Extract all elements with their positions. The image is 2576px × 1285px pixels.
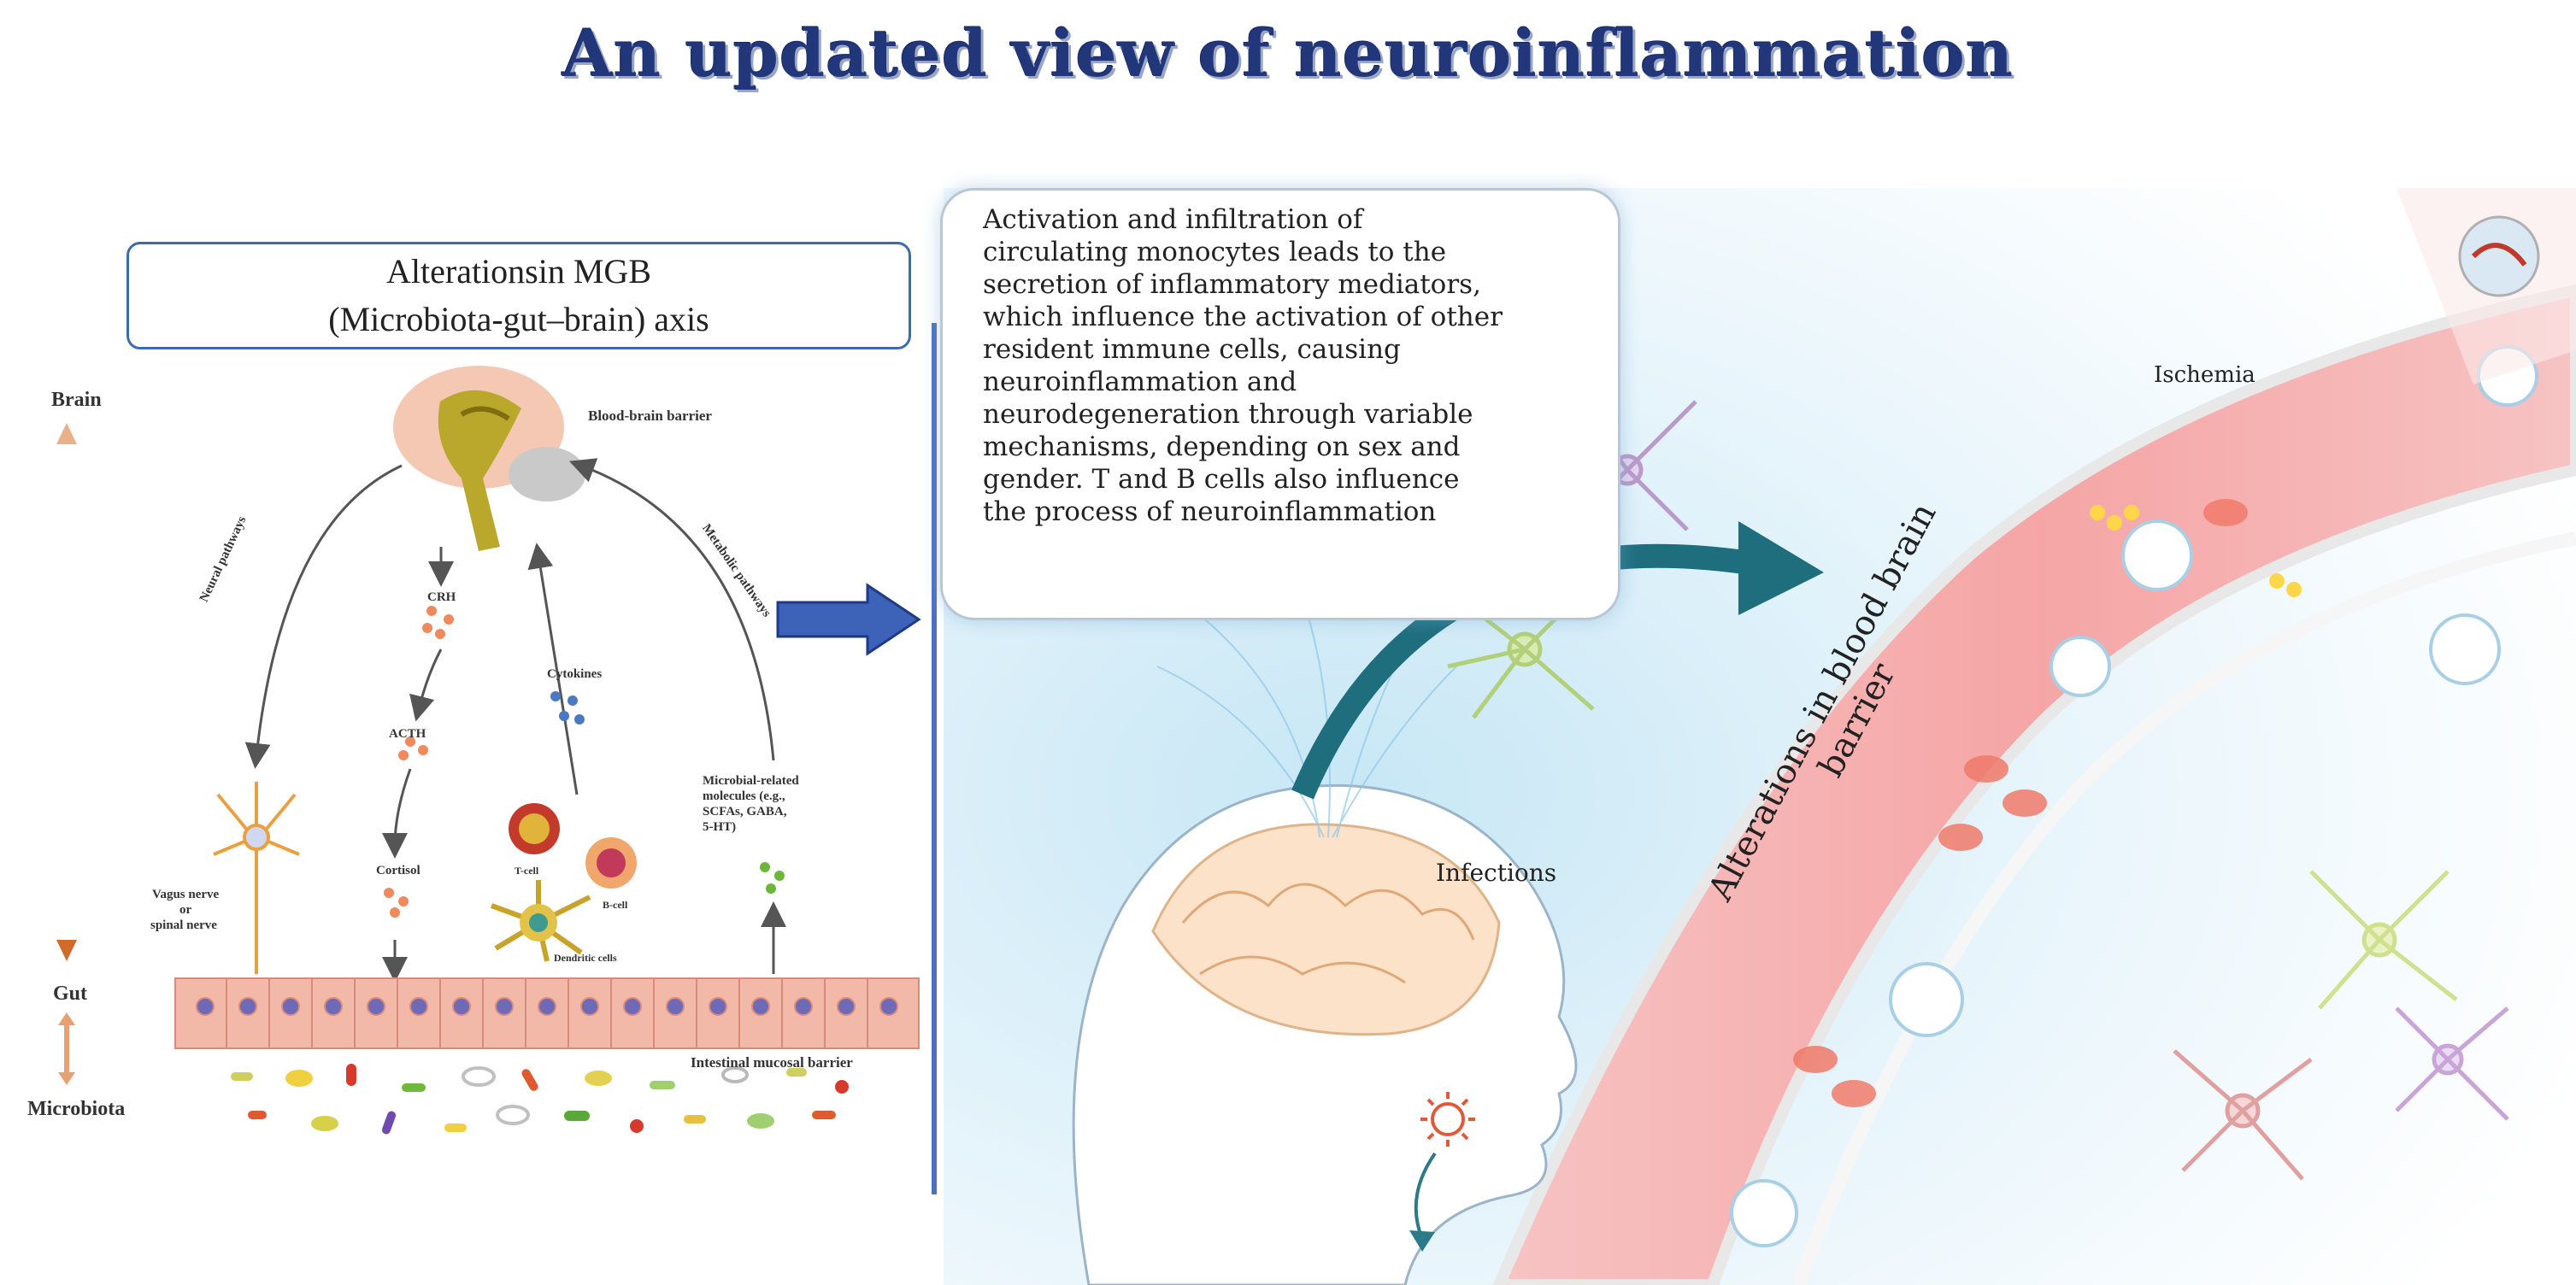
monocyte-cells bbox=[2090, 505, 2302, 597]
label-microbial-molecules-3: SCFAs, GABA, bbox=[703, 805, 787, 819]
virus-icon bbox=[1420, 1092, 1475, 1147]
mgb-axis-diagram bbox=[56, 366, 920, 1135]
crh-molecules bbox=[384, 606, 454, 918]
info-line: the process of neuroinflammation bbox=[983, 496, 1437, 527]
info-line: neuroinflammation and bbox=[983, 367, 1297, 397]
label-acth: ACTH bbox=[389, 727, 426, 741]
info-line: neurodegeneration through variable bbox=[983, 399, 1473, 430]
microbiota-bacteria bbox=[231, 1064, 849, 1135]
dendritic-cell-illustration bbox=[490, 880, 591, 962]
info-callout-text: Activation and infiltration of circulati… bbox=[983, 203, 1632, 528]
info-line: resident immune cells, causing bbox=[983, 334, 1401, 365]
label-infections: Infections bbox=[1436, 859, 1557, 887]
infection-arrow bbox=[1414, 1152, 1437, 1240]
figure-title: An updated view of neuroinflammation bbox=[562, 15, 2014, 91]
label-intestinal-barrier: Intestinal mucosal barrier bbox=[691, 1054, 853, 1071]
axis-label-brain: Brain bbox=[51, 389, 102, 411]
axis-label-gut: Gut bbox=[53, 983, 88, 1005]
panel-divider bbox=[932, 323, 937, 1194]
acth-cortisol-arrow bbox=[382, 768, 412, 859]
metabolic-pathways-arrow bbox=[568, 458, 775, 761]
label-t-cell: T-cell bbox=[515, 865, 539, 877]
info-line: secretion of inflammatory mediators, bbox=[983, 269, 1481, 300]
microbial-molecules bbox=[760, 862, 785, 894]
label-crh: CRH bbox=[427, 590, 456, 604]
axis-label-microbiota: Microbiota bbox=[27, 1098, 126, 1120]
info-line: circulating monocytes leads to the bbox=[983, 237, 1447, 267]
neural-pathways-arrow bbox=[244, 464, 403, 769]
ischemia-inset bbox=[2397, 188, 2576, 384]
head-illustration bbox=[1072, 783, 1578, 1285]
label-microbial-molecules-2: molecules (e.g., bbox=[703, 789, 785, 803]
cytokines-arrow bbox=[527, 543, 579, 795]
label-cortisol: Cortisol bbox=[376, 864, 421, 877]
glia-red-cells bbox=[2173, 1049, 2313, 1181]
brain-illustration bbox=[393, 366, 585, 551]
label-vagus-3: spinal nerve bbox=[150, 918, 217, 932]
mgb-axis-box: Alterationsin MGB (Microbiota-gut–brain)… bbox=[126, 242, 911, 349]
red-blood-cells bbox=[1793, 499, 2248, 1107]
mgb-box-line2: (Microbiota-gut–brain) axis bbox=[328, 300, 709, 338]
crh-acth-arrow bbox=[409, 648, 443, 722]
vagus-neuron bbox=[213, 782, 300, 974]
label-vagus-1: Vagus nerve bbox=[152, 888, 220, 901]
glia-purple-cells bbox=[2395, 1006, 2509, 1121]
info-line: gender. T and B cells also influence bbox=[983, 464, 1460, 495]
label-vagus-2: or bbox=[179, 903, 192, 917]
label-microbial-molecules-1: Microbial-related bbox=[703, 774, 799, 788]
b-cell-illustration bbox=[585, 837, 637, 889]
info-line: which influence the activation of other bbox=[983, 302, 1503, 332]
panel-arrow-icon bbox=[776, 583, 921, 656]
info-line: Activation and infiltration of bbox=[983, 204, 1363, 235]
label-blood-brain-barrier: Blood-brain barrier bbox=[588, 408, 712, 424]
label-microbial-molecules-4: 5-HT) bbox=[703, 820, 737, 834]
cytokine-molecules bbox=[550, 691, 585, 725]
glia-right-cells bbox=[2309, 870, 2458, 1010]
label-cytokines: Cytokines bbox=[547, 667, 603, 681]
info-callout bbox=[940, 188, 1620, 620]
mgb-box-line1: Alterationsin MGB bbox=[386, 252, 651, 290]
label-dendritic-cells: Dendritic cells bbox=[554, 952, 617, 964]
label-b-cell: B-cell bbox=[603, 899, 628, 911]
intestinal-epithelium bbox=[174, 977, 920, 1049]
white-blood-cells bbox=[1730, 345, 2538, 1247]
info-line: mechanisms, depending on sex and bbox=[983, 431, 1461, 462]
label-ischemia: Ischemia bbox=[2154, 362, 2255, 388]
t-cell-illustration bbox=[509, 803, 560, 854]
